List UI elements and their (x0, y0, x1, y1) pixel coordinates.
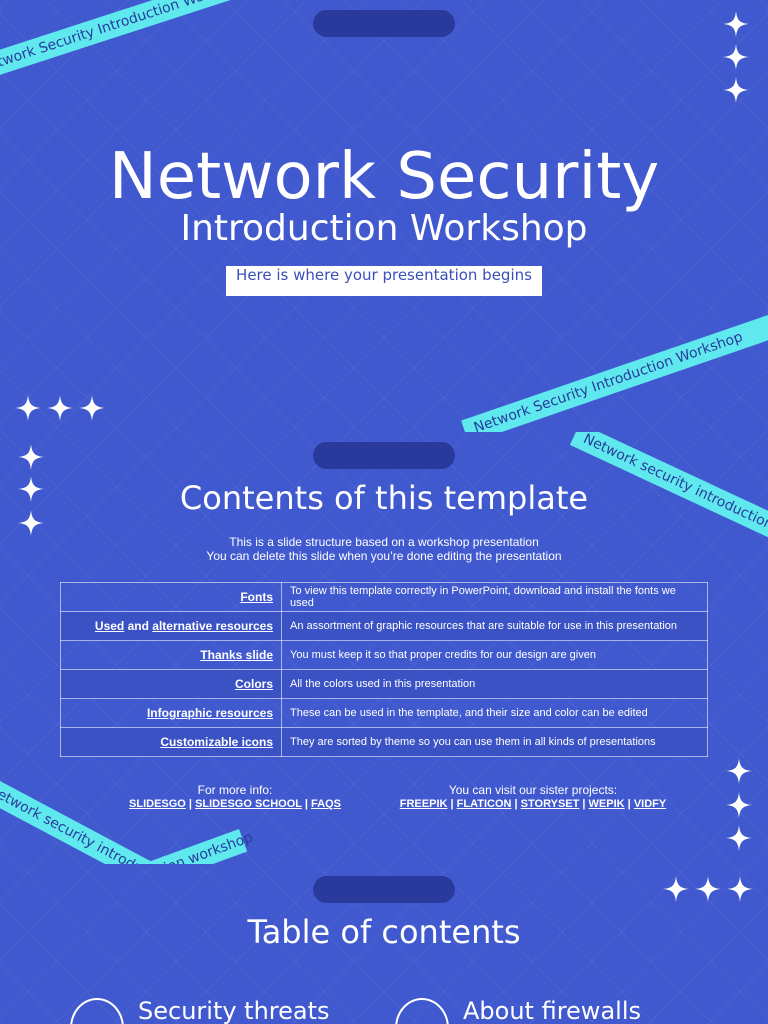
toc-item-label: Security threats (138, 997, 330, 1024)
ribbon-text: Network Security Introduction Workshop (0, 0, 252, 77)
tagline-box: Here is where your presentation begins (226, 266, 542, 296)
ribbon-right: Network Security Introduction Workshop (461, 303, 768, 432)
ribbon-top-left: Network Security Introduction Workshop (0, 0, 279, 84)
more-info-label: For more info: (197, 783, 273, 797)
sparkle-icon (723, 11, 749, 37)
separator: | (450, 798, 454, 810)
storyset-link[interactable]: STORYSET (520, 798, 580, 810)
sparkle-icon (723, 44, 749, 70)
slidesgo-school-link[interactable]: SLIDESGO SCHOOL (195, 798, 302, 810)
intro-line: This is a slide structure based on a wor… (229, 535, 539, 549)
separator: | (514, 798, 518, 810)
separator: | (304, 798, 308, 810)
row-description: An assortment of graphic resources that … (281, 611, 708, 641)
sparkle-icon (727, 876, 753, 902)
vidfy-link[interactable]: VIDFY (633, 798, 667, 810)
slide-title: Network Security Introduction Workshop N… (0, 0, 768, 432)
row-description: They are sorted by theme so you can use … (281, 727, 708, 757)
resources-table: Fonts To view this template correctly in… (60, 582, 708, 757)
presentation-subtitle: Introduction Workshop (180, 208, 588, 249)
customizable-icons-link[interactable]: Customizable icons (160, 735, 273, 749)
colors-link[interactable]: Colors (234, 677, 273, 691)
row-label[interactable]: Infographic resources (60, 698, 282, 728)
more-info-block: For more info: SLIDESGO | SLIDESGO SCHOO… (110, 783, 360, 811)
table-row: Infographic resources These can be used … (60, 698, 708, 728)
top-pill (313, 10, 455, 37)
sparkle-icon (18, 444, 44, 470)
row-description: All the colors used in this presentation (281, 669, 708, 699)
intro-line: You can delete this slide when you’re do… (206, 549, 562, 563)
top-pill (313, 876, 455, 903)
sparkle-icon (726, 825, 752, 851)
ribbon-text: Network Security Introduction Workshop (471, 328, 745, 432)
slide-contents: Network security introduction workshop C… (0, 432, 768, 864)
infographic-resources-link[interactable]: Infographic resources (146, 706, 273, 720)
number-badge (395, 998, 449, 1024)
sister-projects-block: You can visit our sister projects: FREEP… (393, 783, 673, 811)
row-label[interactable]: Used and alternative resources (60, 611, 282, 641)
separator: | (582, 798, 586, 810)
row-description: These can be used in the template, and t… (281, 698, 708, 728)
wepik-link[interactable]: WEPIK (588, 798, 625, 810)
separator: | (188, 798, 192, 810)
faqs-link[interactable]: FAQS (311, 798, 341, 810)
table-row: Customizable icons They are sorted by th… (60, 727, 708, 757)
sparkle-icon (663, 876, 689, 902)
row-label[interactable]: Colors (60, 669, 282, 699)
sister-projects-label: You can visit our sister projects: (448, 783, 618, 797)
row-description: You must keep it so that proper credits … (281, 640, 708, 670)
toc-title: Table of contents (247, 913, 521, 951)
separator: | (627, 798, 631, 810)
sparkle-icon (79, 395, 105, 421)
table-row: Colors All the colors used in this prese… (60, 669, 708, 699)
table-row: Used and alternative resources An assort… (60, 611, 708, 641)
row-label[interactable]: Thanks slide (60, 640, 282, 670)
sparkle-icon (726, 792, 752, 818)
number-badge (70, 998, 124, 1024)
toc-item-label: About firewalls (463, 997, 641, 1024)
row-label[interactable]: Customizable icons (60, 727, 282, 757)
table-row: Thanks slide You must keep it so that pr… (60, 640, 708, 670)
table-row: Fonts To view this template correctly in… (60, 582, 708, 612)
flaticon-link[interactable]: FLATICON (456, 798, 512, 810)
sparkle-icon (15, 395, 41, 421)
freepik-link[interactable]: FREEPIK (399, 798, 448, 810)
top-pill (313, 442, 455, 469)
row-label-connector: and (124, 619, 153, 633)
slidesgo-link[interactable]: SLIDESGO (129, 798, 186, 810)
thanks-slide-link[interactable]: Thanks slide (200, 648, 273, 662)
sparkle-icon (695, 876, 721, 902)
sister-project-links: FREEPIK | FLATICON | STORYSET | WEPIK | … (393, 797, 673, 811)
row-description: To view this template correctly in Power… (281, 582, 708, 612)
presentation-title: Network Security (108, 140, 660, 214)
sparkle-icon (723, 77, 749, 103)
more-info-links: SLIDESGO | SLIDESGO SCHOOL | FAQS (110, 797, 360, 811)
alternative-resources-link[interactable]: alternative resources (152, 619, 273, 633)
slide-table-of-contents: Table of contents Security threats About… (0, 864, 768, 1024)
sparkle-icon (47, 395, 73, 421)
used-resources-link[interactable]: Used (94, 619, 125, 633)
sparkle-icon (726, 758, 752, 784)
row-label[interactable]: Fonts (60, 582, 282, 612)
contents-intro: This is a slide structure based on a wor… (0, 535, 768, 563)
fonts-link[interactable]: Fonts (240, 590, 273, 604)
contents-title: Contents of this template (179, 479, 589, 517)
